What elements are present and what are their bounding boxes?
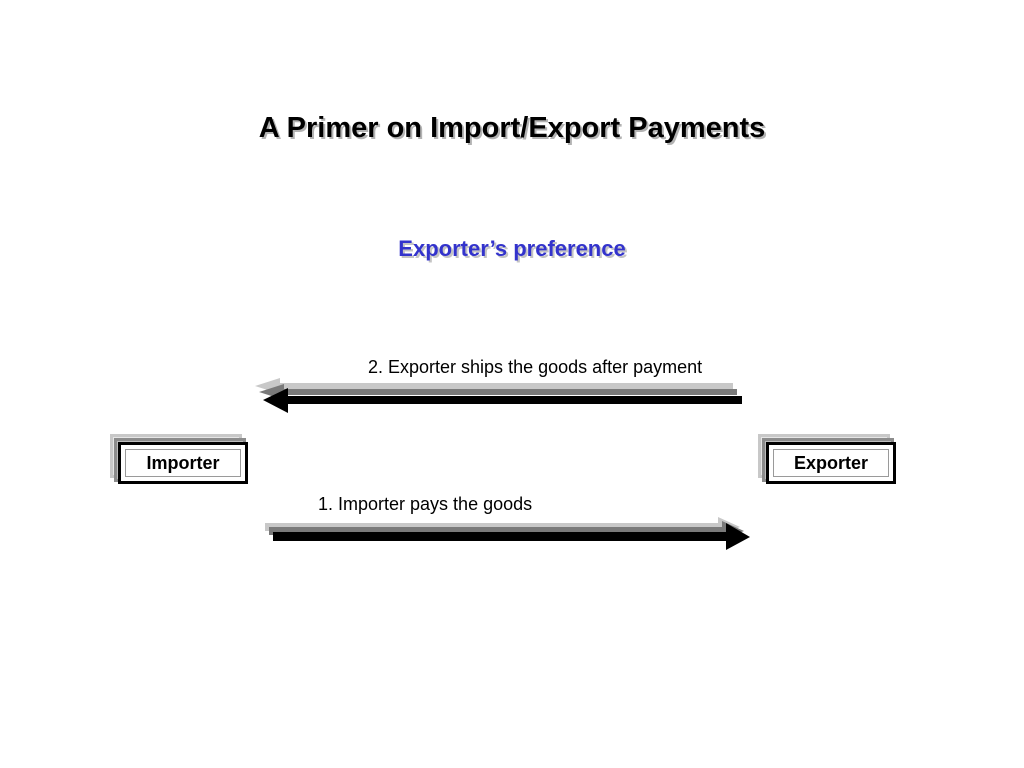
ship-arrow-head <box>263 388 742 413</box>
pay-arrow-shadow-light <box>265 517 740 536</box>
exporter-frame: Exporter <box>766 442 896 484</box>
pay-goods-arrow <box>265 517 750 550</box>
ship-arrow-shadow-dark <box>259 384 737 400</box>
page-title: A Primer on Import/Export Payments <box>258 112 766 144</box>
exporter-label: Exporter <box>773 449 889 477</box>
ship-goods-arrow <box>255 378 742 413</box>
importer-label: Importer <box>125 449 241 477</box>
ship-arrow-shadow-light <box>255 378 733 394</box>
importer-box: Importer <box>110 434 248 486</box>
importer-frame: Importer <box>118 442 248 484</box>
pay-arrow-shadow-dark <box>269 521 744 540</box>
ship-goods-label: 2. Exporter ships the goods after paymen… <box>368 357 703 377</box>
pay-arrow-head <box>273 523 750 550</box>
subtitle: Exporter’s preference <box>398 236 626 261</box>
exporter-box: Exporter <box>758 434 896 486</box>
pay-goods-label: 1. Importer pays the goods <box>318 494 533 514</box>
